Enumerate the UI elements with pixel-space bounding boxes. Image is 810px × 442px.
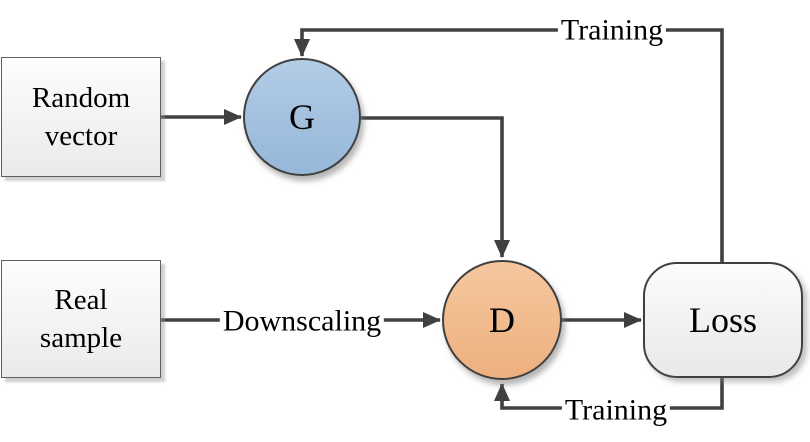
loss-label: Loss <box>688 300 757 340</box>
generator-node: G <box>243 58 361 176</box>
real-sample-box: Real sample <box>1 260 161 378</box>
training-top-label: Training <box>557 13 667 47</box>
downscaling-label: Downscaling <box>219 304 385 338</box>
discriminator-node: D <box>442 260 562 380</box>
generator-label: G <box>289 97 315 137</box>
random-vector-label: Random vector <box>31 81 131 152</box>
loss-node: Loss <box>643 262 803 378</box>
real-sample-label: Real sample <box>39 283 123 354</box>
random-vector-box: Random vector <box>1 57 161 177</box>
edge-generator-to-discriminator <box>361 116 510 258</box>
training-bottom-label: Training <box>561 393 671 427</box>
discriminator-label: D <box>489 300 515 340</box>
edge-loss-to-generator-feedback <box>294 28 724 262</box>
